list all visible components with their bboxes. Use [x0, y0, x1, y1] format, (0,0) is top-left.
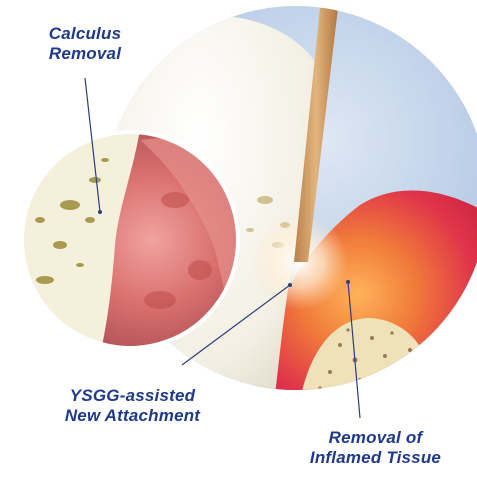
label-removal-inflamed-tissue: Removal of Inflamed Tissue [288, 428, 463, 468]
label-attachment-line2: New Attachment [40, 406, 225, 426]
label-calculus-removal: Calculus Removal [30, 24, 140, 64]
label-attachment-line1: YSGG-assisted [40, 386, 225, 406]
label-calculus-line1: Calculus [30, 24, 140, 44]
label-calculus-line2: Removal [30, 44, 140, 64]
label-inflamed-line2: Inflamed Tissue [288, 448, 463, 468]
label-inflamed-line1: Removal of [288, 428, 463, 448]
label-new-attachment: YSGG-assisted New Attachment [40, 386, 225, 426]
